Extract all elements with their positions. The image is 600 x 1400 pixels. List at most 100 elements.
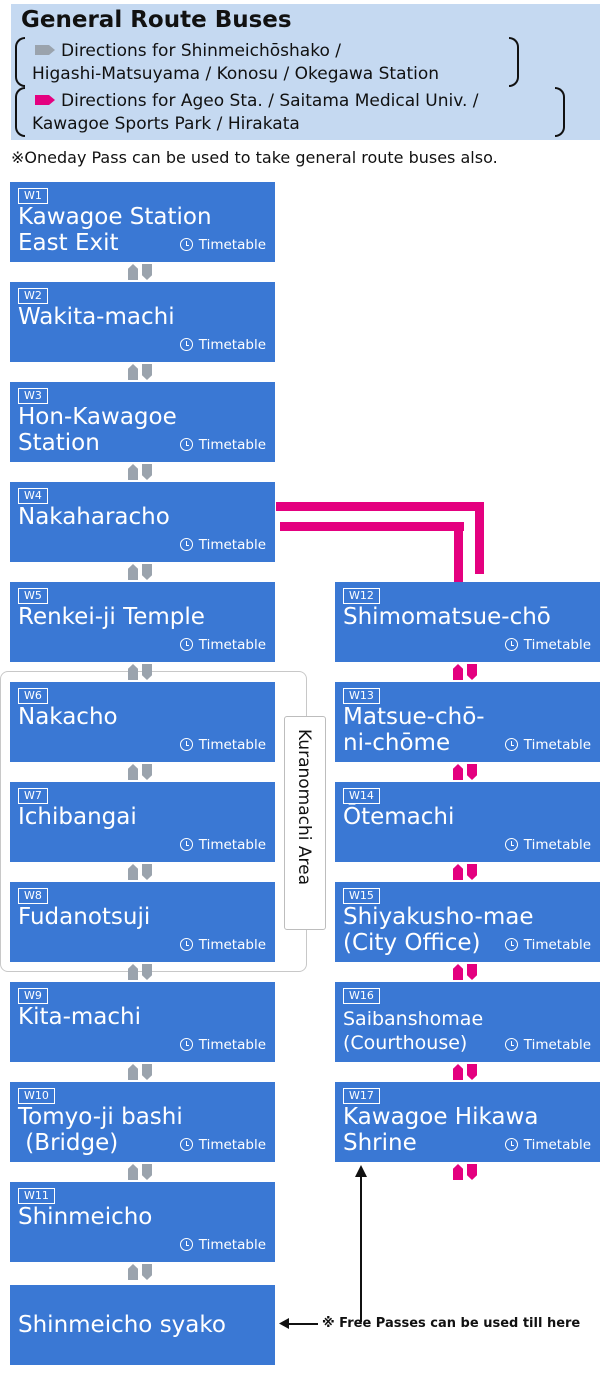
arrow-up-icon — [453, 964, 463, 980]
stop-name: Ichibangai — [18, 804, 137, 830]
pink-route-line — [454, 522, 463, 582]
stop-code-badge: W1 — [18, 188, 48, 204]
clock-icon — [179, 938, 193, 951]
arrow-up-icon — [128, 1264, 138, 1280]
stop-code-badge: W11 — [18, 1188, 55, 1204]
stop-name: Kita-machi — [18, 1004, 141, 1030]
arrow-up-icon — [128, 864, 138, 880]
timetable-link[interactable]: Timetable — [504, 637, 591, 653]
arrow-up-icon — [128, 364, 138, 380]
arrow-up-icon — [128, 1064, 138, 1080]
arrow-up-icon — [453, 1164, 463, 1180]
arrow-down-icon — [467, 664, 477, 680]
stop-code-badge: W7 — [18, 788, 48, 804]
timetable-link[interactable]: Timetable — [504, 937, 591, 953]
arrow-line — [360, 1174, 362, 1322]
arrow-up-icon — [128, 1164, 138, 1180]
timetable-link[interactable]: Timetable — [179, 937, 266, 953]
clock-icon — [179, 1038, 193, 1051]
timetable-link[interactable]: Timetable — [179, 337, 266, 353]
stop-code-badge: W2 — [18, 288, 48, 304]
arrow-down-icon — [467, 964, 477, 980]
clock-icon — [179, 738, 193, 751]
direction-arrows-icon — [450, 763, 480, 781]
arrow-down-icon — [142, 1264, 152, 1280]
arrow-down-icon — [142, 1064, 152, 1080]
arrow-up-icon — [453, 1064, 463, 1080]
clock-icon — [179, 238, 193, 251]
timetable-link[interactable]: Timetable — [179, 737, 266, 753]
paren-left — [15, 87, 25, 137]
stop-code-badge: W10 — [18, 1088, 55, 1104]
arrow-left-icon — [279, 1318, 289, 1329]
arrow-down-icon — [142, 464, 152, 480]
stop-code-badge: W4 — [18, 488, 48, 504]
arrow-down-icon — [467, 1164, 477, 1180]
clock-icon — [504, 938, 518, 951]
timetable-link[interactable]: Timetable — [504, 1137, 591, 1153]
direction-arrows-icon — [125, 663, 155, 681]
stop-shinmeicho-syako[interactable]: Shinmeicho syako — [10, 1285, 275, 1365]
direction-arrows-icon — [450, 1163, 480, 1181]
clock-icon — [179, 1238, 193, 1251]
arrow-up-icon — [453, 764, 463, 780]
timetable-link[interactable]: Timetable — [179, 837, 266, 853]
arrow-up-icon — [128, 464, 138, 480]
stop-name: Renkei-ji Temple — [18, 604, 205, 630]
stop-name: Matsue-chō-ni-chōme — [343, 704, 485, 756]
stop-code-badge: W16 — [343, 988, 380, 1004]
timetable-link[interactable]: Timetable — [179, 537, 266, 553]
clock-icon — [504, 638, 518, 651]
kuranomachi-area-label: Kuranomachi Area — [284, 716, 326, 930]
paren-right — [555, 87, 565, 137]
stop-name: Shinmeicho syako — [18, 1312, 226, 1338]
timetable-link[interactable]: Timetable — [179, 437, 266, 453]
timetable-link[interactable]: Timetable — [179, 1237, 266, 1253]
arrow-down-icon — [467, 864, 477, 880]
direction-arrows-icon — [125, 263, 155, 281]
timetable-link[interactable]: Timetable — [179, 637, 266, 653]
stop-name: Fudanotsuji — [18, 904, 151, 930]
pink-route-line — [280, 522, 464, 531]
paren-left — [15, 37, 25, 87]
stop-name: Shimomatsue-chō — [343, 604, 551, 630]
timetable-link[interactable]: Timetable — [179, 1037, 266, 1053]
pink-route-line — [475, 502, 484, 574]
timetable-link[interactable]: Timetable — [504, 837, 591, 853]
stop-code-badge: W17 — [343, 1088, 380, 1104]
arrow-down-icon — [142, 964, 152, 980]
free-pass-note: ※ Free Passes can be used till here — [322, 1316, 581, 1331]
stop-name: Wakita-machi — [18, 304, 175, 330]
stop-name: Ōtemachi — [343, 804, 455, 830]
stop-code-badge: W15 — [343, 888, 380, 904]
clock-icon — [504, 1138, 518, 1151]
clock-icon — [179, 338, 193, 351]
direction-arrows-icon — [450, 963, 480, 981]
timetable-link[interactable]: Timetable — [504, 737, 591, 753]
direction-arrows-icon — [450, 1063, 480, 1081]
arrow-down-icon — [142, 764, 152, 780]
direction-arrows-icon — [125, 963, 155, 981]
timetable-link[interactable]: Timetable — [179, 237, 266, 253]
timetable-link[interactable]: Timetable — [179, 1137, 266, 1153]
timetable-link[interactable]: Timetable — [504, 1037, 591, 1053]
arrow-up-icon — [128, 264, 138, 280]
paren-right — [509, 37, 519, 87]
